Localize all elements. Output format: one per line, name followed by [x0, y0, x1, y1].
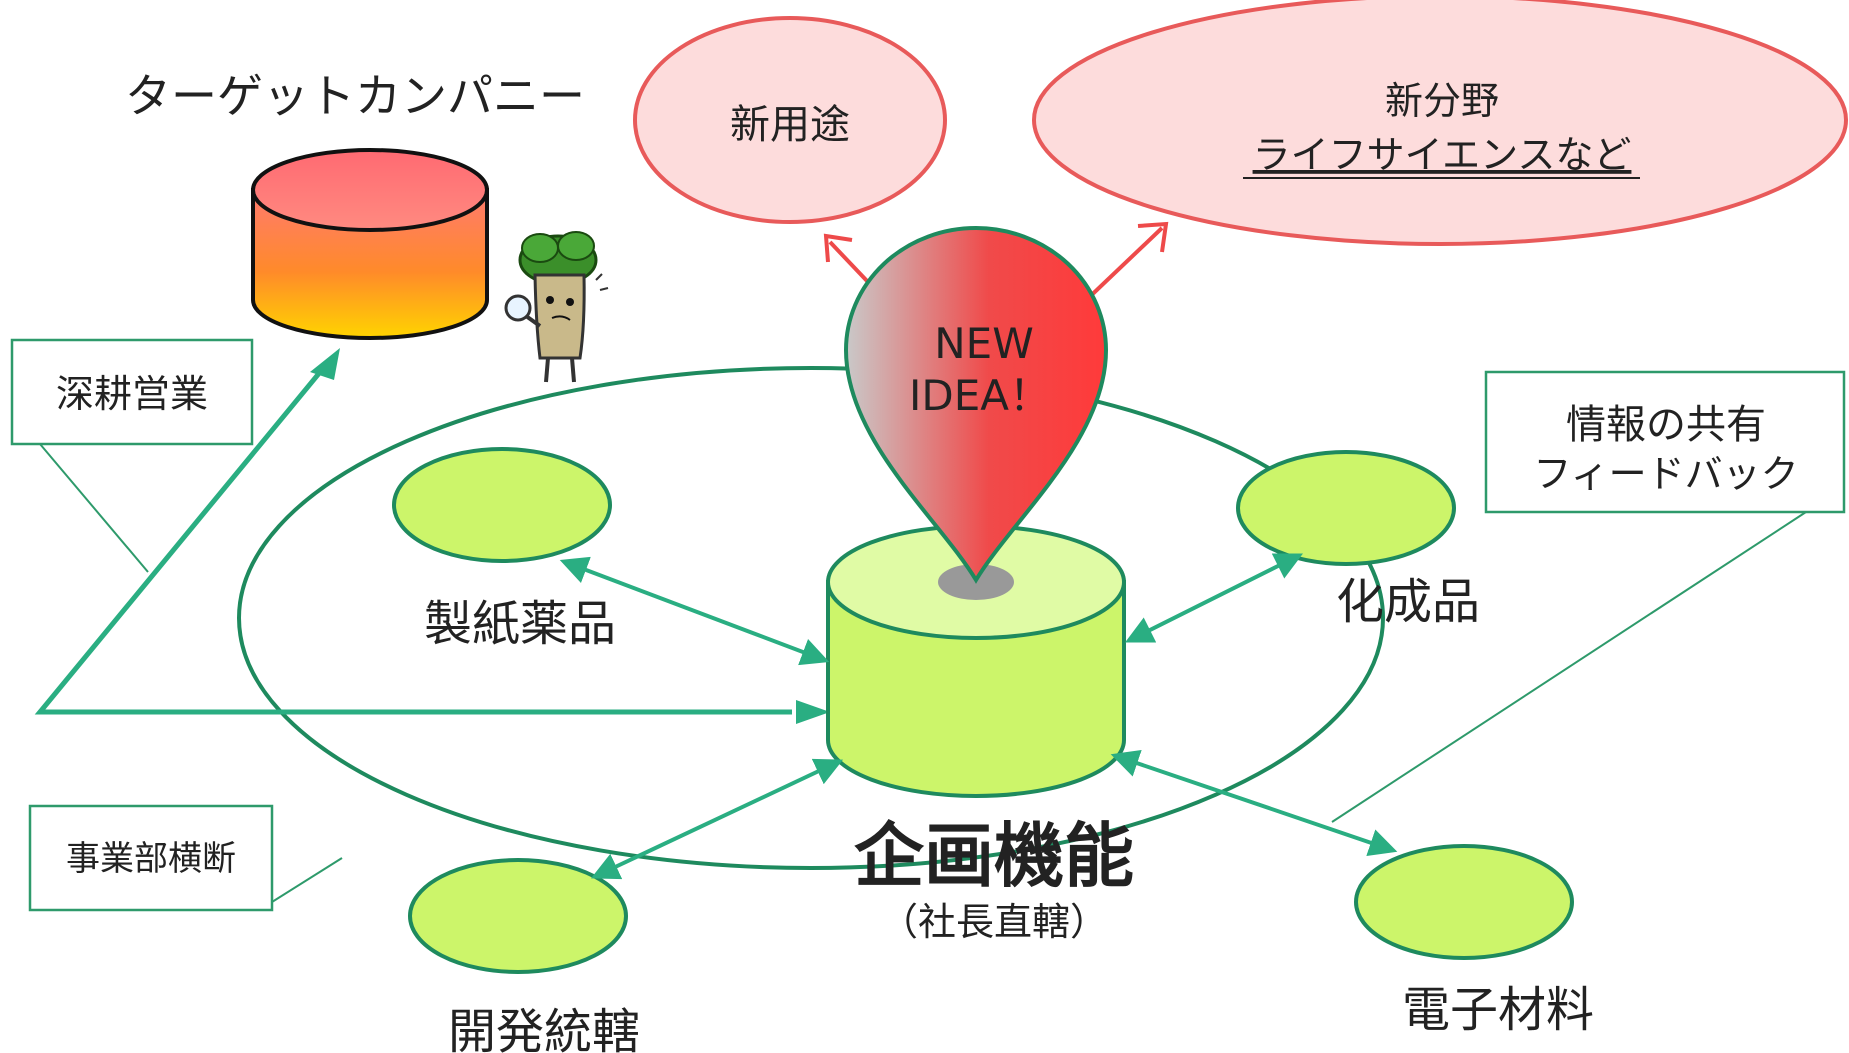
label-development: 開発統轄	[448, 1004, 640, 1053]
deep-sales-pointer	[39, 443, 149, 573]
info-sharing-line2: フィードバック	[1533, 452, 1798, 496]
target-company-title: ターゲットカンパニー	[125, 69, 585, 123]
new-field-line2: ライフサイエンスなど	[1253, 133, 1632, 177]
planning-function-subtitle: （社長直轄）	[880, 900, 1108, 944]
deep-sales-arrowhead-right	[796, 700, 830, 724]
arrowhead-new-use	[823, 233, 853, 263]
cross-division-pointer	[271, 857, 343, 903]
deep-sales-arrow-path	[34, 358, 792, 715]
pin-label-line1: NEW	[934, 319, 1033, 368]
map-pin-icon	[843, 226, 1109, 584]
arrow-to-new-field	[1078, 226, 1164, 308]
node-development	[408, 858, 628, 974]
new-use-label: 新用途	[730, 102, 850, 148]
planning-function-title: 企画機能	[854, 815, 1134, 897]
arrow-to-new-use	[828, 240, 870, 284]
node-chemical-products	[1236, 450, 1456, 566]
link-dev-center	[590, 758, 844, 880]
label-electronic-materials: 電子材料	[1402, 982, 1594, 1038]
link-elec-center	[1110, 749, 1398, 857]
node-electronic-materials	[1354, 844, 1574, 960]
target-company-cylinder	[251, 148, 489, 340]
new-use-balloon	[633, 16, 947, 224]
deep-sales-label: 深耕営業	[56, 372, 208, 416]
link-paper-center	[559, 556, 830, 666]
label-paper-chemicals: 製紙薬品	[424, 596, 616, 652]
cross-division-box	[28, 804, 274, 912]
pin-label-line2: IDEA！	[909, 371, 1051, 420]
new-field-line1: 新分野	[1385, 79, 1499, 123]
deep-sales-box	[10, 338, 254, 446]
info-sharing-line1: 情報の共有	[1566, 402, 1766, 448]
new-field-balloon	[1032, 0, 1848, 246]
division-ring	[237, 366, 1385, 870]
cross-division-label: 事業部横断	[66, 839, 236, 879]
link-chem-center	[1124, 553, 1304, 643]
vegetable-mascot-with-magnifier-icon	[504, 231, 609, 383]
label-chemical-products: 化成品	[1336, 574, 1480, 630]
arrowhead-new-field	[1137, 221, 1169, 253]
node-paper-chemicals	[392, 447, 612, 563]
deep-sales-arrowhead-up	[310, 348, 340, 380]
info-sharing-box	[1484, 370, 1846, 514]
info-sharing-pointer	[1331, 511, 1807, 823]
